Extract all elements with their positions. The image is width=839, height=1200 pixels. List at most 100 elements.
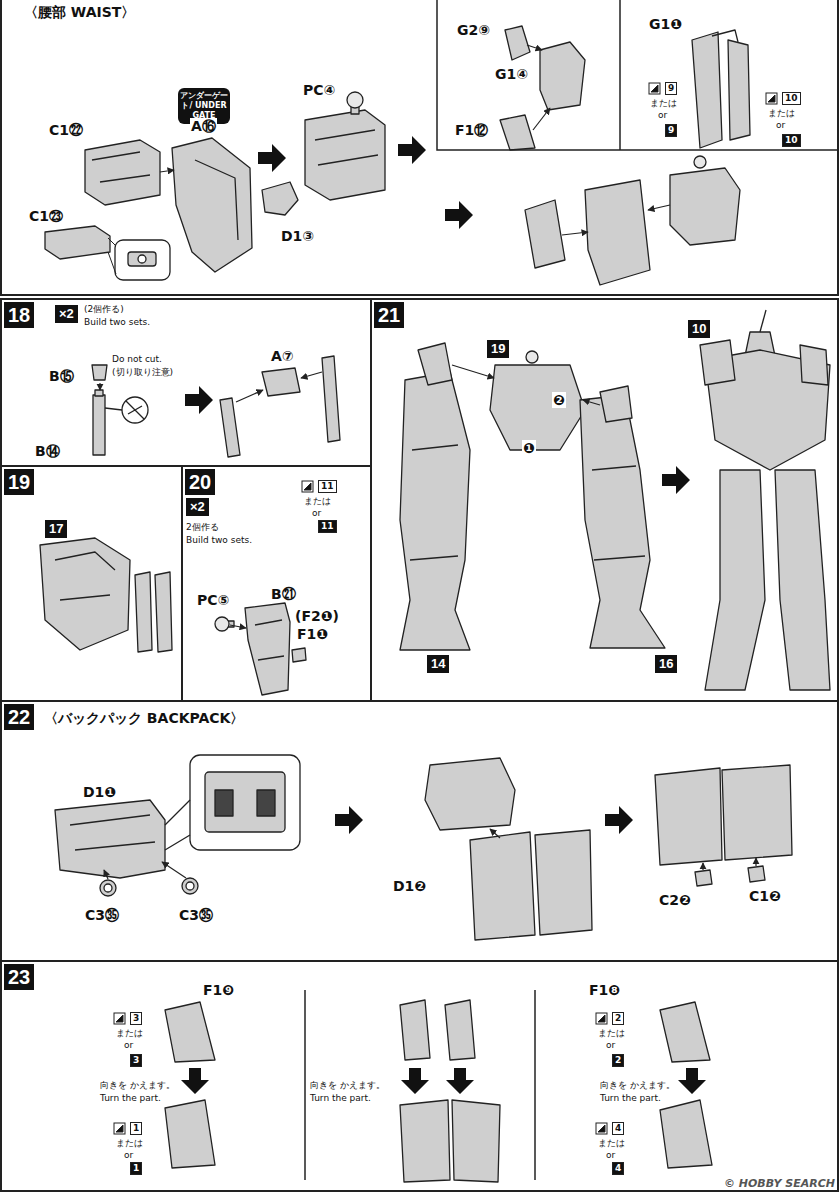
- part-drawing: [165, 1100, 215, 1168]
- part-drawing: [138, 255, 146, 263]
- assembly-arrow: [181, 136, 706, 1094]
- part-drawing: [535, 830, 592, 935]
- part-drawing: [257, 790, 275, 816]
- note-text: or: [124, 1040, 133, 1051]
- part-drawing: [172, 138, 252, 272]
- part-drawing: [322, 356, 340, 442]
- sticker-icon: [768, 95, 775, 102]
- part-drawing: [400, 1000, 430, 1060]
- part-number: G2⑨: [456, 22, 491, 38]
- part-drawing: [400, 372, 470, 650]
- part-drawing: [155, 572, 172, 652]
- callout-line: [108, 238, 116, 274]
- step-panel: 1917: [0, 465, 183, 702]
- note-text: Turn the part.: [310, 1093, 371, 1104]
- part-number: A⑦: [270, 348, 295, 364]
- step-panel: 20×2: [181, 465, 372, 702]
- badge-text: アンダーゲート/ UNDER GATE: [180, 91, 228, 121]
- step-number: 20: [185, 469, 215, 495]
- part-drawing: [55, 800, 165, 878]
- sticker-number: 4: [612, 1162, 624, 1175]
- note-text: または: [650, 98, 677, 109]
- part-drawing: [425, 758, 515, 830]
- part-drawing: [347, 92, 363, 108]
- step-number: 22: [4, 704, 34, 730]
- part-drawing: [540, 42, 585, 110]
- step-reference: 16: [655, 655, 677, 673]
- divider-line: [304, 990, 306, 1180]
- part-number: ❶: [522, 440, 536, 456]
- part-drawing: [695, 870, 712, 886]
- part-drawing: [470, 832, 535, 940]
- sticker-number: 3: [130, 1054, 142, 1067]
- sticker-icon: [302, 481, 313, 492]
- sticker-icon: [766, 93, 777, 104]
- part-number: C3㉟: [178, 907, 214, 923]
- step-panel: 22 〈バックパック BACKPACK〉: [0, 700, 839, 962]
- sticker-number: 11: [318, 520, 337, 533]
- part-drawing: [165, 1002, 215, 1062]
- note-text: or: [658, 110, 667, 121]
- part-drawing: [115, 240, 170, 280]
- badge-text: 16: [659, 656, 673, 672]
- sticker-number: 3: [130, 1012, 142, 1025]
- leader-line: [583, 400, 600, 405]
- assembly-arrow: [401, 1068, 429, 1094]
- step-reference: 17: [45, 520, 67, 538]
- leader-line: [755, 858, 756, 866]
- badge-text: ×2: [190, 499, 205, 515]
- step-number: 19: [4, 469, 34, 495]
- note-text: Turn the part.: [600, 1093, 661, 1104]
- note-text: Turn the part.: [100, 1093, 161, 1104]
- note-text: または: [768, 108, 795, 119]
- assembly-arrow: [181, 1068, 209, 1094]
- part-drawing: [694, 156, 706, 168]
- sticker-number: 1: [130, 1162, 142, 1175]
- part-drawing: [700, 340, 828, 385]
- part-drawing: [55, 552, 115, 600]
- note-text: または: [304, 496, 331, 507]
- step-panel: 〈腰部 WAIST〉アンダーゲート/ UNDER GATE: [0, 0, 839, 296]
- sticker-icon: [598, 1015, 605, 1022]
- note-text: または: [116, 1028, 143, 1039]
- part-drawing: [660, 1100, 712, 1168]
- leader-line: [162, 862, 186, 878]
- part-number: C1❷: [748, 888, 782, 904]
- part-number: B㉑: [270, 586, 297, 602]
- part-number: B⑮: [48, 368, 75, 384]
- note-text: 向きを かえます。: [100, 1080, 175, 1091]
- part-drawing: [712, 30, 738, 42]
- leader-line: [533, 108, 550, 130]
- sticker-icon: [649, 83, 660, 94]
- part-drawing: [128, 252, 156, 266]
- part-drawing: [85, 140, 160, 205]
- callout-line: [108, 238, 116, 274]
- part-number: PC⑤: [196, 592, 230, 608]
- leader-line: [301, 372, 322, 378]
- part-number: C3㉟: [84, 907, 120, 923]
- leader-line: [527, 45, 542, 50]
- part-drawing: [305, 110, 385, 200]
- part-number: F1❽: [588, 982, 621, 998]
- part-drawing: [526, 351, 538, 363]
- sticker-number: 4: [612, 1122, 624, 1135]
- assembly-arrow: [446, 1068, 474, 1094]
- sticker-icon: [598, 1125, 605, 1132]
- step-reference: 14: [427, 655, 449, 673]
- sticker-icon: [651, 85, 658, 92]
- section-title: 〈腰部 WAIST〉: [22, 4, 137, 22]
- note-text: or: [124, 1150, 133, 1161]
- note-text: (2個作る): [84, 304, 124, 315]
- part-number: G1④: [494, 66, 529, 82]
- assembly-arrow: [445, 201, 473, 229]
- part-drawing: [245, 603, 290, 695]
- divider-line: [305, 0, 839, 1180]
- part-drawing: [660, 1002, 710, 1062]
- leader-line: [452, 365, 494, 378]
- part-drawing: [92, 365, 107, 380]
- note-text: 向きを かえます。: [600, 1080, 675, 1091]
- part-number: D1❷: [392, 878, 427, 894]
- section-title: 〈バックパック BACKPACK〉: [42, 710, 246, 728]
- part-drawing: [655, 768, 722, 865]
